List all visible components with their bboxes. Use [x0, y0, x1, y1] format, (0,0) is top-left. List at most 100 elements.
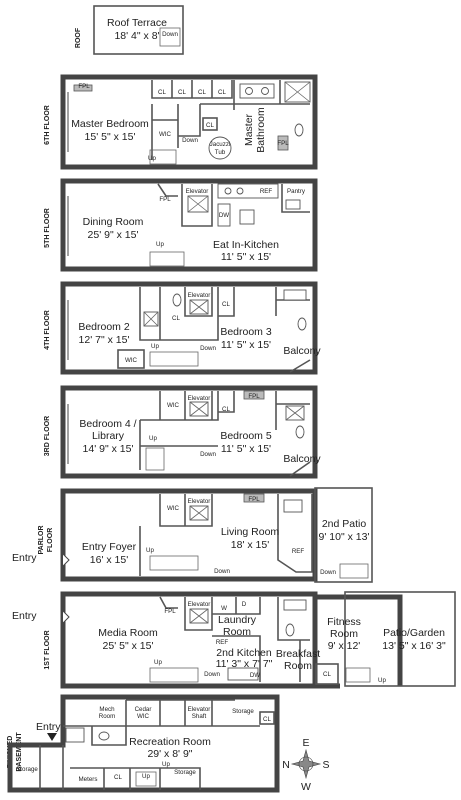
roof-terrace-dim: 18' 4" x 8' — [114, 30, 159, 42]
compass-ring — [298, 756, 314, 772]
bedroom2-dim: 12' 7" x 15' — [79, 334, 130, 346]
patio-garden-dim: 13' 5" x 16' 3" — [382, 640, 446, 652]
breakfast-label-1: Breakfast — [276, 648, 320, 660]
shower-icon — [284, 81, 311, 103]
patio-garden-outline — [344, 591, 456, 687]
fourth-cl-1: CL — [172, 315, 180, 322]
first-tub — [283, 599, 307, 611]
fifth-ref-label: REF — [260, 188, 273, 195]
fitness-label-2: Room — [330, 628, 358, 640]
fifth-floor-label: 5TH FLOOR — [44, 208, 51, 248]
sixth-cl-4: CL — [218, 89, 226, 96]
roof-terrace-label: Roof Terrace — [107, 17, 167, 29]
basement-entry-arrow — [47, 733, 57, 741]
fourth-floor-label: 4TH FLOOR — [44, 310, 51, 350]
parlor-label-1: PARLOR — [38, 525, 45, 554]
third-floor-label: 3RD FLOOR — [44, 416, 51, 456]
mech-room-2: Room — [99, 713, 116, 720]
bedroom4-label-1: Bedroom 4 / — [79, 418, 136, 430]
first-inner-walls — [184, 597, 261, 682]
basement-inner-walls — [63, 699, 260, 746]
shower-icon-2 — [143, 311, 159, 327]
fourth-down-label: Down — [200, 345, 216, 352]
dining-room-dim: 25' 9" x 15' — [88, 229, 139, 241]
shower-icon-3 — [285, 405, 305, 421]
compass-icon — [290, 748, 322, 780]
sixth-wic-walls — [151, 103, 234, 160]
sixth-bath-fireplace — [277, 135, 289, 151]
first-stairs — [149, 667, 199, 683]
sixth-up-label: Up — [148, 155, 156, 162]
fifth-counter — [217, 183, 279, 199]
fourth-floor: 4TH FLOOR CL Elevator CL WIC Up Down Bed… — [44, 281, 321, 375]
sixth-stairs — [149, 149, 177, 165]
toilet-icon-6 — [98, 731, 110, 741]
parlor-inner-walls — [139, 494, 213, 576]
fifth-dw — [217, 203, 231, 227]
patio-down-label: Down — [320, 569, 336, 576]
kitchen-dim: 11' 5" x 15' — [221, 251, 271, 263]
parlor-kitchenette — [277, 494, 313, 573]
dining-room-label: Dining Room — [83, 216, 144, 228]
breakfast-label-2: Room — [284, 660, 312, 672]
fourth-floor-walls — [60, 281, 318, 375]
compass-n-label: N — [282, 759, 290, 771]
fifth-dw-label: DW — [219, 212, 229, 219]
compass-s-label: S — [322, 759, 329, 771]
living-room-label: Living Room — [221, 526, 280, 538]
first-fpl-label: FPL — [164, 608, 176, 615]
basement-stairs — [135, 771, 157, 787]
sink-icon-4 — [283, 499, 303, 513]
fourth-tub — [283, 289, 307, 301]
fifth-fpl-label: FPL — [159, 196, 171, 203]
parlor-floor: PARLOR FLOOR Entry WIC Elevator FPL REF … — [12, 487, 373, 583]
fitness-walls — [315, 594, 403, 689]
parlor-down-label: Down — [214, 568, 230, 575]
jacuzzi-tub — [208, 136, 232, 160]
fifth-pantry-label: Pantry — [287, 188, 306, 195]
jacuzzi-label: Jacuzzi — [210, 141, 231, 148]
third-balcony-label: Balcony — [283, 453, 321, 465]
sixth-wic-label: WIC — [159, 131, 172, 138]
fourth-inner-walls — [139, 287, 235, 341]
sixth-cl-5: CL — [206, 122, 214, 129]
meters-label: Meters — [79, 776, 98, 783]
fifth-elevator-label: Elevator — [186, 188, 209, 195]
parlor-entry-label: Entry — [12, 552, 37, 564]
fourth-wic — [117, 349, 145, 369]
second-patio-outline — [314, 487, 373, 583]
basement-entry-label: Entry — [36, 721, 61, 733]
jacuzzi-tub-label: Tub — [215, 149, 226, 156]
first-floor-walls — [60, 591, 318, 689]
second-kitchen-dim: 11' 3" x 7' 7" — [216, 658, 273, 670]
third-up-label: Up — [149, 435, 157, 442]
sixth-cl-3: CL — [198, 89, 206, 96]
basement-closet-2 — [259, 711, 275, 725]
first-floor-label: 1ST FLOOR — [44, 630, 51, 669]
bedroom2-label: Bedroom 2 — [78, 321, 130, 333]
fitness-label-1: Fitness — [327, 616, 361, 628]
media-room-label: Media Room — [98, 627, 158, 639]
toilet-icon-3 — [297, 317, 307, 331]
sixth-small-closet — [202, 117, 218, 131]
laundry-label-2: Room — [223, 626, 251, 638]
third-floor-walls — [60, 385, 318, 479]
sixth-floor-label: 6TH FLOOR — [44, 105, 51, 145]
patio-stairs — [339, 563, 369, 579]
first-cl-label: CL — [323, 671, 331, 678]
sink-icon — [245, 87, 253, 95]
parlor-label-2: FLOOR — [47, 528, 54, 553]
parlor-wic-label: WIC — [167, 505, 180, 512]
elevator-icon-5 — [189, 608, 209, 624]
fifth-stairs — [149, 251, 185, 267]
basement-floor: FINISHED BASEMENT Entry Storage Mech Roo… — [7, 694, 280, 793]
first-entry-door — [62, 610, 70, 624]
third-cl-label: CL — [222, 406, 230, 413]
third-wic-label: WIC — [167, 402, 180, 409]
entry-foyer-label: Entry Foyer — [82, 541, 137, 553]
elevator-shaft-1: Elevator — [188, 706, 211, 713]
basement-storage-1: Storage — [16, 766, 38, 773]
basement-label-2: BASEMENT — [16, 732, 23, 772]
master-bath-label-2: Bathroom — [255, 107, 267, 153]
fifth-floor: 5TH FLOOR FPL Elevator REF Pantry DW Up … — [44, 178, 318, 272]
